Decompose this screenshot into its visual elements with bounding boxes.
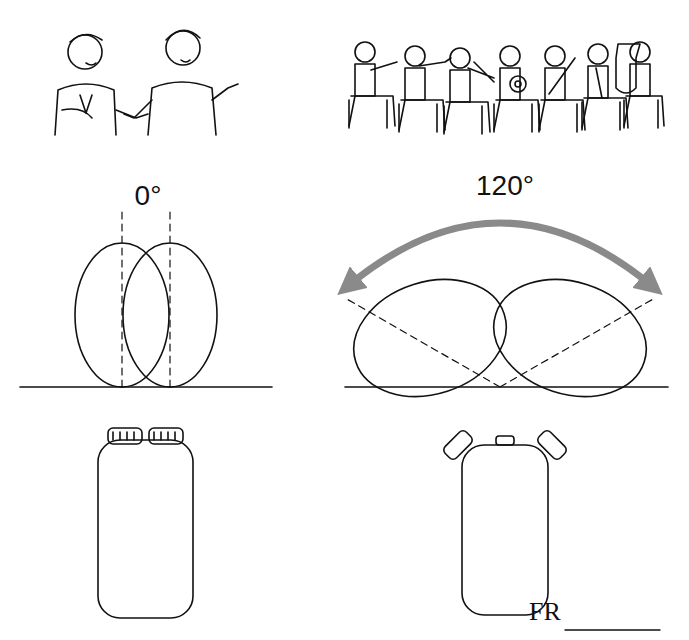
people-talking bbox=[55, 30, 238, 135]
polar-pattern-0 bbox=[20, 212, 272, 392]
recorder-device bbox=[98, 428, 193, 618]
angle-label: 0° bbox=[135, 182, 162, 210]
polar-pattern-120 bbox=[339, 223, 668, 415]
angle-label: 120° bbox=[476, 172, 534, 200]
watermark-logo: FR bbox=[529, 599, 561, 625]
logo-underline bbox=[565, 629, 660, 630]
orchestra bbox=[349, 42, 664, 134]
recorder-device bbox=[442, 429, 569, 615]
